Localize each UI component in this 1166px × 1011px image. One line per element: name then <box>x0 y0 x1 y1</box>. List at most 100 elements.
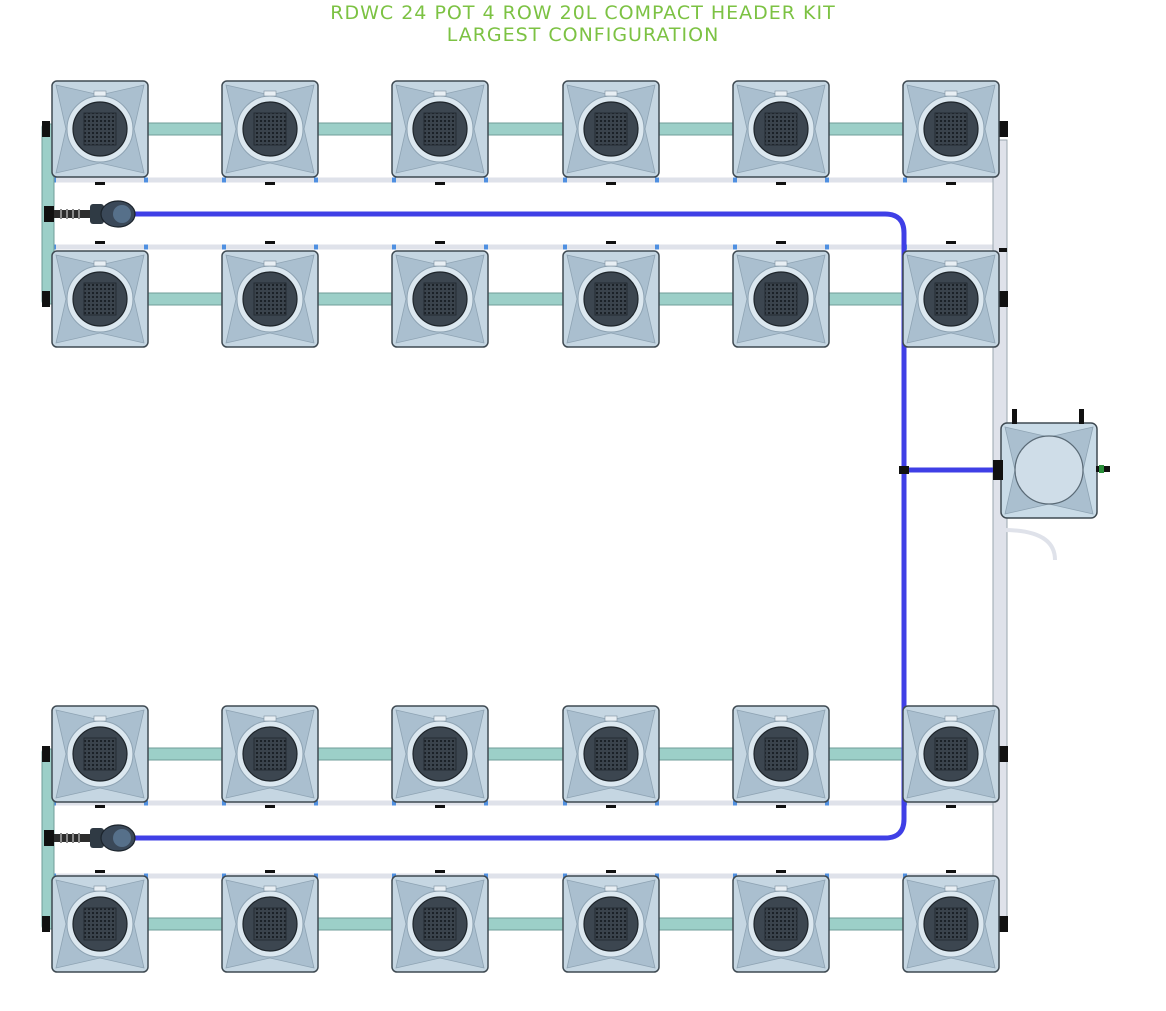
return-fitting-icon <box>825 177 829 183</box>
net-cup-grid <box>423 907 457 941</box>
net-cup-grid <box>253 737 287 771</box>
pot-icon <box>732 80 830 178</box>
lid-tab <box>263 885 277 892</box>
net-cup-grid <box>423 737 457 771</box>
pot-icon <box>562 875 660 973</box>
net-cup-grid <box>83 112 117 146</box>
lid-tab <box>944 715 958 722</box>
pot-icon <box>562 80 660 178</box>
net-cup-grid <box>83 282 117 316</box>
header-tank-icon <box>993 409 1110 519</box>
pot-icon <box>51 80 149 178</box>
pump-housing <box>90 204 104 224</box>
hose-ring <box>72 833 74 843</box>
return-hose <box>1002 528 1057 561</box>
hose-ring <box>78 209 80 219</box>
lid-tab <box>433 715 447 722</box>
return-fitting-icon <box>825 800 829 806</box>
pot-icon <box>391 80 489 178</box>
fitting-icon <box>998 121 1008 137</box>
pot-icon <box>391 875 489 973</box>
return-fitting-icon <box>392 873 396 879</box>
fitting-icon <box>776 182 786 185</box>
fitting-icon <box>999 248 1007 252</box>
return-fitting-icon <box>222 800 226 806</box>
pot-icon <box>391 250 489 348</box>
pumps <box>44 200 136 852</box>
fitting-icon <box>998 916 1008 932</box>
return-fitting-icon <box>222 244 226 250</box>
pot-icon <box>732 705 830 803</box>
pot-icon <box>732 250 830 348</box>
lid-tab <box>604 90 618 97</box>
return-fitting-icon <box>733 177 737 183</box>
return-fitting-icon <box>144 244 148 250</box>
net-cup-grid <box>764 737 798 771</box>
return-fitting-icon <box>903 177 907 183</box>
return-fitting-icon <box>392 244 396 250</box>
net-cup-grid <box>423 282 457 316</box>
fitting-icon <box>998 291 1008 307</box>
lid-tab <box>433 90 447 97</box>
net-cup-grid <box>934 112 968 146</box>
fitting-icon <box>42 121 50 137</box>
return-fitting-icon <box>825 873 829 879</box>
fitting-icon <box>265 870 275 873</box>
fitting-icon <box>44 830 54 846</box>
return-fitting-icon <box>655 177 659 183</box>
lid-tab <box>944 90 958 97</box>
lid-tab <box>774 885 788 892</box>
fitting-icon <box>435 805 445 808</box>
fitting-icon <box>42 291 50 307</box>
return-fitting-icon <box>655 800 659 806</box>
net-cup-grid <box>764 282 798 316</box>
lid-tab <box>944 885 958 892</box>
net-cup-grid <box>253 907 287 941</box>
lid-tab <box>774 715 788 722</box>
fitting-icon <box>435 870 445 873</box>
return-fitting-icon <box>733 244 737 250</box>
net-cup-grid <box>594 737 628 771</box>
net-cup-grid <box>83 907 117 941</box>
pot-icon <box>51 705 149 803</box>
lid-tab <box>604 260 618 267</box>
fitting-icon <box>44 206 54 222</box>
lid-tab <box>93 715 107 722</box>
return-fitting-icon <box>825 244 829 250</box>
pot-icon <box>902 705 1000 803</box>
lid-tab <box>774 260 788 267</box>
pot-icon <box>902 250 1000 348</box>
return-fitting-icon <box>733 800 737 806</box>
return-fitting-icon <box>563 873 567 879</box>
net-cup-grid <box>423 112 457 146</box>
fitting-icon <box>42 916 50 932</box>
lid-tab <box>263 90 277 97</box>
fitting-icon <box>776 805 786 808</box>
pot-icon <box>902 80 1000 178</box>
return-fitting-icon <box>655 873 659 879</box>
return-fitting-icon <box>392 177 396 183</box>
pot-icon <box>221 250 319 348</box>
return-fitting-icon <box>314 244 318 250</box>
fitting-icon <box>1079 409 1084 424</box>
return-fitting-icon <box>484 244 488 250</box>
lid-tab <box>604 715 618 722</box>
net-cup-grid <box>764 112 798 146</box>
fitting-icon <box>946 805 956 808</box>
fitting-icon <box>435 241 445 244</box>
return-fitting-icon <box>563 800 567 806</box>
hose-ring <box>72 209 74 219</box>
lid-tab <box>944 260 958 267</box>
fitting-icon <box>899 466 909 474</box>
fitting-icon <box>946 870 956 873</box>
pot-icon <box>562 705 660 803</box>
header-tank <box>993 409 1110 519</box>
valve-icon <box>1099 465 1104 473</box>
net-cup-grid <box>594 282 628 316</box>
return-fitting-icon <box>314 800 318 806</box>
return-line <box>55 177 1000 183</box>
lid-tab <box>433 260 447 267</box>
fitting-icon <box>946 182 956 185</box>
lid-tab <box>774 90 788 97</box>
net-cup-grid <box>83 737 117 771</box>
